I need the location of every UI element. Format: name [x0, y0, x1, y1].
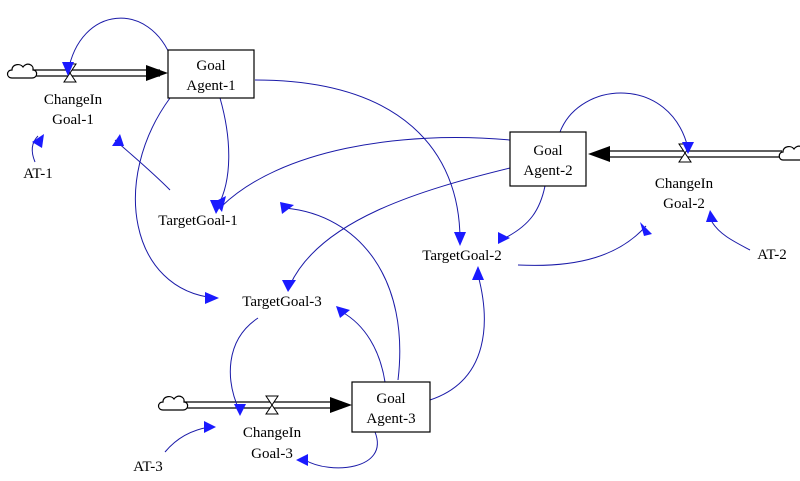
flow-pipe-1 [32, 65, 168, 81]
arrowhead [234, 404, 246, 416]
link-agent1-to-target2 [254, 79, 461, 241]
flow-arrow-2 [588, 146, 610, 162]
flow-arrow-3 [330, 397, 352, 413]
stock-goal-agent-1[interactable]: Goal Agent-1 [167, 49, 255, 99]
stock-label-line2: Agent-2 [523, 163, 572, 179]
stock-label-line1: Goal [533, 143, 562, 159]
link-agent1-to-target1 [217, 97, 230, 207]
arrowhead [32, 134, 44, 148]
arrowhead [205, 292, 219, 304]
arrowhead [682, 142, 694, 154]
link-agent2-to-target3 [289, 167, 511, 286]
cloud-icon [778, 145, 800, 161]
stock-label-line2: Agent-1 [186, 78, 235, 94]
cloud-icon [157, 395, 189, 411]
aux-at-3[interactable]: AT-3 [133, 459, 162, 475]
link-target3-to-change3 [229, 317, 259, 413]
link-agent3-to-target3 [341, 311, 386, 383]
flow-pipe-2 [588, 146, 782, 162]
arrowhead [706, 210, 718, 222]
flow-label-change2-line2: Goal-2 [663, 196, 705, 212]
arrowhead [296, 454, 308, 466]
link-target2-to-change2 [517, 225, 647, 266]
flow-label-change1-line1: ChangeIn [44, 92, 103, 108]
stock-label-line2: Agent-3 [366, 411, 415, 427]
valve-icon [265, 395, 279, 415]
link-agent3-to-change3 [304, 431, 378, 469]
link-agent2-to-change2 [559, 92, 689, 149]
arrowheads [32, 62, 718, 466]
link-at1-to-change1 [31, 135, 39, 163]
flow-label-change3-line1: ChangeIn [243, 425, 302, 441]
causal-links [31, 17, 751, 469]
flow-pipe-3 [182, 397, 352, 413]
link-at2-to-change2 [711, 221, 751, 251]
stock-goal-agent-2[interactable]: Goal Agent-2 [509, 131, 587, 187]
aux-at-1[interactable]: AT-1 [23, 166, 52, 182]
stock-label-line1: Goal [376, 391, 405, 407]
link-agent1-to-target3 [134, 97, 216, 299]
flow-label-change2-line1: ChangeIn [655, 176, 714, 192]
arrowhead [280, 202, 294, 214]
aux-target-goal-3[interactable]: TargetGoal-3 [242, 294, 321, 310]
link-agent2-to-target1 [221, 137, 511, 207]
link-agent3-to-target1 [284, 207, 401, 381]
flow-label-change1-line2: Goal-1 [52, 112, 94, 128]
arrowhead [112, 134, 124, 146]
flow-label-change3-line2: Goal-3 [251, 446, 293, 462]
stock-goal-agent-3[interactable]: Goal Agent-3 [351, 381, 431, 433]
arrowhead [214, 196, 226, 212]
arrowhead [336, 306, 350, 318]
arrowhead [498, 232, 510, 244]
arrowhead [472, 266, 484, 280]
aux-target-goal-2[interactable]: TargetGoal-2 [422, 248, 501, 264]
arrowhead [282, 280, 296, 292]
link-target1-to-change1 [114, 139, 171, 191]
arrowhead [454, 232, 466, 246]
link-agent3-to-target2 [429, 274, 485, 401]
arrowhead [204, 421, 216, 433]
aux-at-2[interactable]: AT-2 [757, 247, 786, 263]
link-agent2-to-target2 [504, 185, 546, 239]
aux-target-goal-1[interactable]: TargetGoal-1 [158, 213, 237, 229]
cloud-icon [6, 63, 38, 79]
flow-arrow-1 [146, 65, 168, 81]
arrowhead [62, 62, 74, 76]
stock-label-line1: Goal [196, 58, 225, 74]
link-at3-to-change3 [164, 426, 211, 453]
arrowhead [640, 222, 652, 236]
link-agent1-to-change1 [67, 17, 173, 73]
